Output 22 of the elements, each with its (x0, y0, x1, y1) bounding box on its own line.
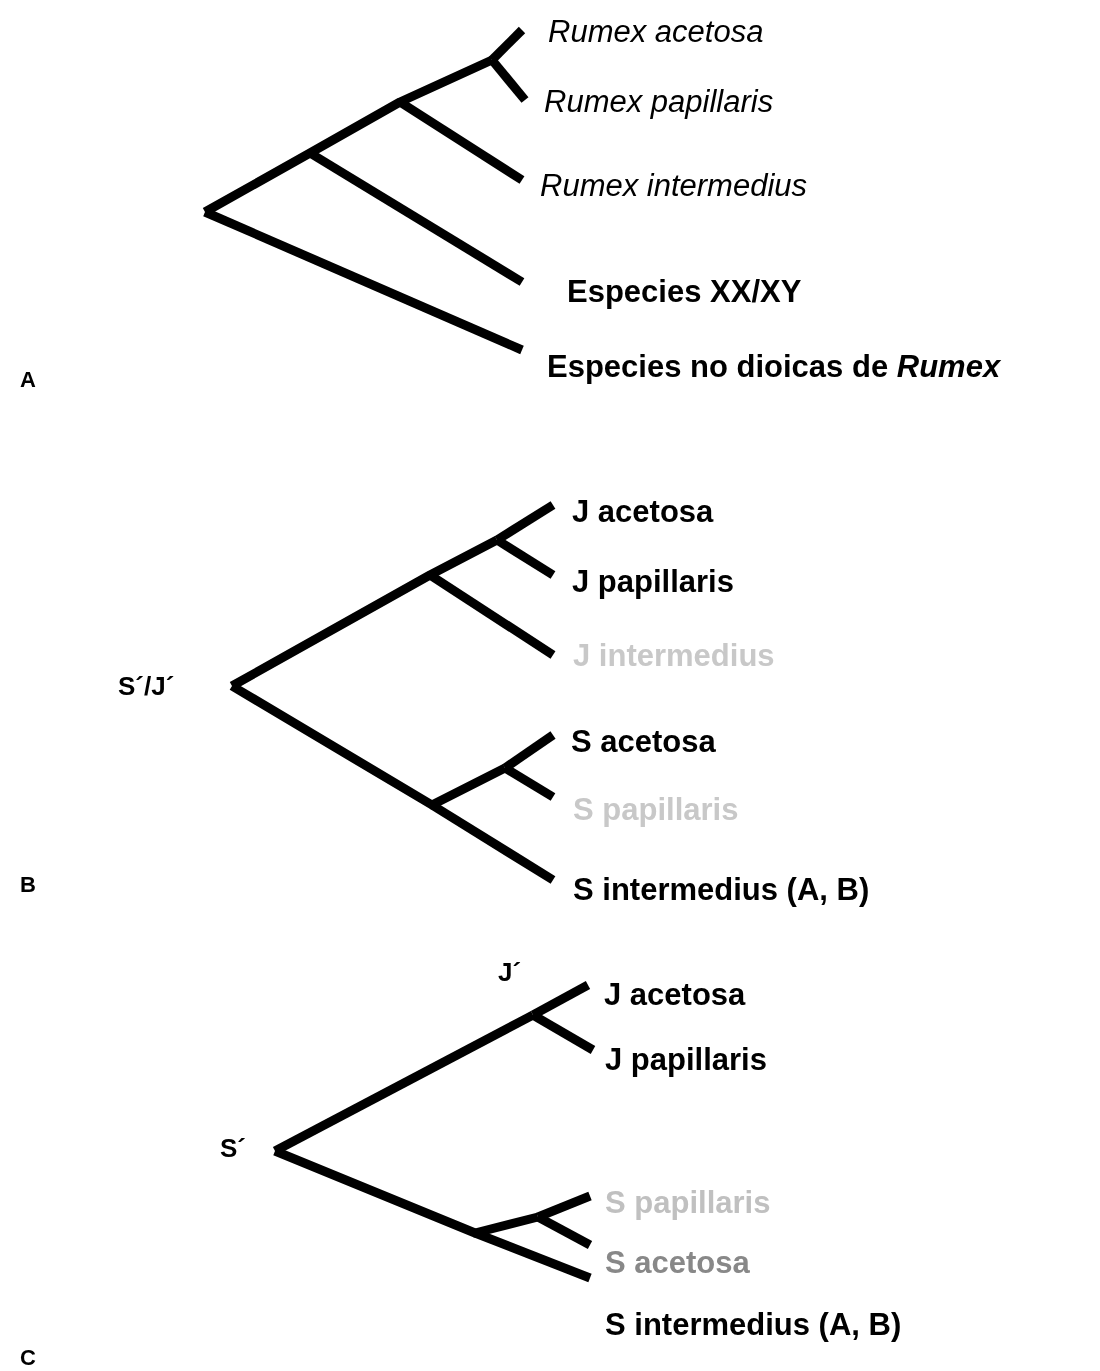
panel-letter: C (20, 1344, 36, 1371)
taxon-label: J acetosa (572, 494, 714, 530)
clade-label: J´ (498, 956, 522, 989)
taxon-label: Especies no dioicas de Rumex (547, 349, 1001, 385)
taxon-label: S intermedius (A, B) (605, 1307, 902, 1343)
panel-letter: A (20, 366, 36, 394)
taxon-label: S intermedius (A, B) (573, 872, 870, 908)
taxon-label: Especies XX/XY (567, 274, 802, 310)
taxon-label: S acetosa (605, 1245, 750, 1281)
tree-branch (488, 57, 529, 103)
taxon-label: Rumex acetosa (548, 14, 764, 50)
taxon-label: S acetosa (571, 724, 716, 760)
taxon-label: J papillaris (605, 1042, 767, 1078)
taxon-label: S papillaris (605, 1185, 771, 1221)
clade-label: S´/J´ (118, 670, 175, 703)
taxon-label: Rumex intermedius (540, 168, 808, 204)
taxon-label: Rumex papillaris (544, 84, 774, 120)
panel-letter: B (20, 871, 36, 899)
taxon-label: J papillaris (572, 564, 734, 600)
taxon-label: J acetosa (604, 977, 746, 1013)
clade-label: S´ (220, 1132, 246, 1165)
tree-branch (502, 764, 556, 801)
